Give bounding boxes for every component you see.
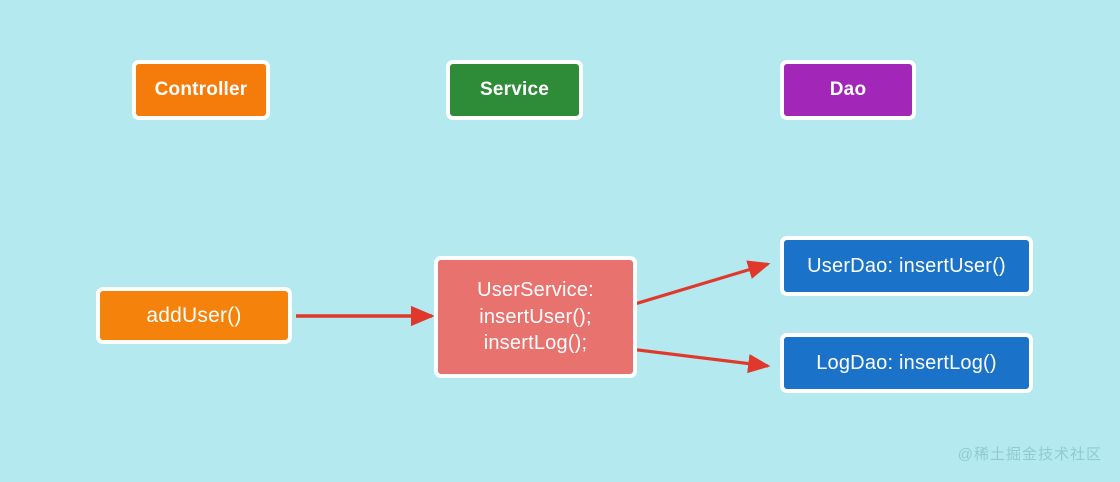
node-label-user-service-line-2: insertUser(); (479, 305, 592, 328)
layer-label-controller: Controller (154, 79, 248, 100)
node-label-user-service-line-3: insertLog(); (483, 332, 588, 355)
node-log-dao[interactable]: LogDao: insertLog() (780, 333, 1033, 393)
node-user-service[interactable]: UserService: insertUser(); insertLog(); (434, 256, 637, 378)
node-add-user[interactable]: addUser() (96, 287, 292, 344)
node-user-dao[interactable]: UserDao: insertUser() (780, 236, 1033, 296)
node-label-user-service-line-1: UserService: (477, 279, 594, 302)
layer-label-dao: Dao (829, 79, 867, 100)
node-label-user-dao: UserDao: insertUser() (807, 254, 1006, 277)
node-label-log-dao: LogDao: insertLog() (816, 351, 997, 374)
watermark: @稀土掘金技术社区 (957, 446, 1102, 463)
node-label-add-user: addUser() (146, 303, 242, 327)
layer-label-service: Service (479, 79, 549, 100)
layer-box-dao[interactable]: Dao (780, 60, 916, 120)
layer-box-service[interactable]: Service (446, 60, 583, 120)
layer-box-controller[interactable]: Controller (132, 60, 270, 120)
